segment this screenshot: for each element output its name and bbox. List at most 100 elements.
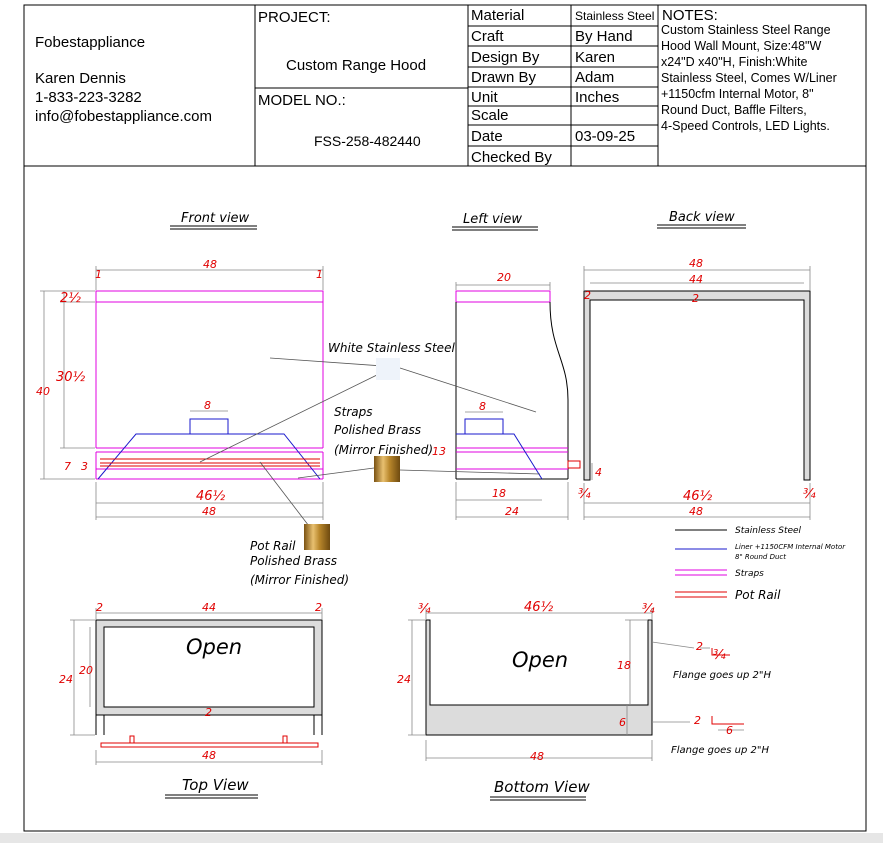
legend-steel: Stainless Steel bbox=[735, 526, 802, 536]
notes-line: 4-Speed Controls, LED Lights. bbox=[661, 119, 830, 133]
notes-line: Stainless Steel, Comes W/Liner bbox=[661, 71, 837, 85]
dim-label: 44 bbox=[689, 273, 703, 286]
callout-text: Polished Brass bbox=[250, 554, 337, 568]
front-view-dims bbox=[40, 266, 324, 520]
dim-label: ¾ bbox=[713, 648, 726, 663]
callout-text: Pot Rail bbox=[250, 539, 296, 553]
dim-label: 24 bbox=[59, 673, 73, 686]
dim-label: 24 bbox=[397, 673, 411, 686]
row-label: Drawn By bbox=[471, 69, 537, 86]
row-value: Stainless Steel bbox=[575, 9, 654, 23]
notes: NOTES: Custom Stainless Steel Range Hood… bbox=[661, 7, 837, 133]
flange-note: Flange goes up 2"H bbox=[671, 745, 770, 756]
legend-liner-duct: 8" Round Duct bbox=[735, 553, 786, 561]
dim-label: 18 bbox=[492, 487, 506, 500]
dim-label: 2 bbox=[315, 601, 322, 614]
dim-label: ¾ bbox=[803, 487, 816, 502]
dim-label: 46½ bbox=[683, 489, 713, 504]
dim-label: 2½ bbox=[60, 291, 81, 306]
contact-phone: 1-833-223-3282 bbox=[35, 89, 142, 106]
dim-label: 18 bbox=[617, 659, 631, 672]
legend-potrail: Pot Rail bbox=[735, 588, 781, 602]
dim-label: 1 bbox=[95, 268, 102, 281]
window-bottom-bar bbox=[0, 833, 883, 843]
pot-rail-end bbox=[567, 460, 581, 469]
company-info: Fobestappliance Karen Dennis 1-833-223-3… bbox=[35, 34, 212, 125]
sheet-border bbox=[23, 4, 867, 832]
notes-line: Custom Stainless Steel Range bbox=[661, 23, 831, 37]
dim-label: ¾ bbox=[578, 487, 591, 502]
dim-label: 2 bbox=[584, 289, 591, 302]
notes-line: Hood Wall Mount, Size:48"W bbox=[661, 39, 821, 53]
row-label: Checked By bbox=[471, 149, 552, 166]
dim-label: 48 bbox=[203, 258, 217, 271]
row-value: 03-09-25 bbox=[575, 128, 635, 145]
dim-label: 8 bbox=[204, 399, 211, 412]
duct bbox=[189, 418, 229, 435]
left-view bbox=[455, 290, 581, 480]
contact-name: Karen Dennis bbox=[35, 70, 126, 87]
project-value: Custom Range Hood bbox=[286, 57, 426, 74]
dim-label: 46½ bbox=[524, 600, 554, 615]
row-value: Adam bbox=[575, 69, 614, 86]
strap bbox=[95, 290, 324, 303]
legend-straps: Straps bbox=[735, 569, 764, 579]
dim-label: 2 bbox=[96, 601, 103, 614]
bottom-view-dims bbox=[408, 608, 695, 761]
callout-text: (Mirror Finished) bbox=[250, 573, 349, 587]
bottom-view-title: Bottom View bbox=[494, 778, 590, 796]
row-label: Craft bbox=[471, 28, 504, 45]
dim-label: 24 bbox=[505, 505, 519, 518]
dim-label: 1 bbox=[316, 268, 323, 281]
callout-text: Straps bbox=[334, 405, 372, 419]
dim-label: 48 bbox=[689, 505, 703, 518]
dim-label: 2 bbox=[692, 292, 699, 305]
top-view-dims bbox=[70, 608, 323, 765]
dim-label: 7 bbox=[64, 460, 71, 473]
dim-label: 8 bbox=[479, 400, 486, 413]
dim-label: 3 bbox=[81, 460, 88, 473]
dim-label: ¾ bbox=[642, 602, 655, 617]
dim-label: 30½ bbox=[56, 370, 86, 385]
notes-line: x24"D x40"H, Finish:White bbox=[661, 55, 807, 69]
company-name: Fobestappliance bbox=[35, 34, 145, 51]
row-value: By Hand bbox=[575, 28, 633, 45]
callout-text: White Stainless Steel bbox=[328, 341, 455, 355]
dim-label: 6 bbox=[619, 716, 626, 729]
row-value: Karen bbox=[575, 49, 615, 66]
dim-label: 44 bbox=[202, 601, 216, 614]
dim-label: 20 bbox=[79, 664, 93, 677]
dim-label: 48 bbox=[689, 257, 703, 270]
title-block bbox=[24, 5, 866, 167]
duct bbox=[464, 418, 504, 435]
dim-label: 13 bbox=[432, 445, 446, 458]
row-value: Inches bbox=[575, 89, 619, 106]
dim-label: 4 bbox=[595, 466, 602, 479]
top-view bbox=[95, 619, 323, 748]
dim-label: ¾ bbox=[418, 602, 431, 617]
view-titles: Front view Left view Back view Top View … bbox=[165, 210, 746, 801]
brass-strap-swatch bbox=[374, 456, 400, 482]
front-view-title: Front view bbox=[181, 211, 250, 226]
white-steel-swatch bbox=[376, 358, 400, 380]
row-label: Unit bbox=[471, 89, 499, 106]
brass-potrail-swatch bbox=[304, 524, 330, 550]
top-open-label: Open bbox=[186, 635, 242, 659]
dim-label: 46½ bbox=[196, 489, 226, 504]
dim-label: 6 bbox=[726, 724, 733, 737]
callout-text: Polished Brass bbox=[334, 423, 421, 437]
dim-label: 48 bbox=[530, 750, 544, 763]
legend: Stainless Steel Liner +1150CFM Internal … bbox=[675, 526, 846, 602]
back-view-title: Back view bbox=[669, 210, 735, 225]
bottom-open-label: Open bbox=[512, 648, 568, 672]
row-label: Material bbox=[471, 7, 524, 24]
notes-line: +1150cfm Internal Motor, 8" bbox=[661, 87, 814, 101]
flange-details bbox=[700, 647, 744, 731]
front-view bbox=[95, 290, 324, 480]
contact-email: info@fobestappliance.com bbox=[35, 108, 212, 125]
strap bbox=[455, 290, 551, 303]
notes-line: Round Duct, Baffle Filters, bbox=[661, 103, 807, 117]
project-label: PROJECT: bbox=[258, 9, 331, 26]
row-label: Date bbox=[471, 128, 503, 145]
